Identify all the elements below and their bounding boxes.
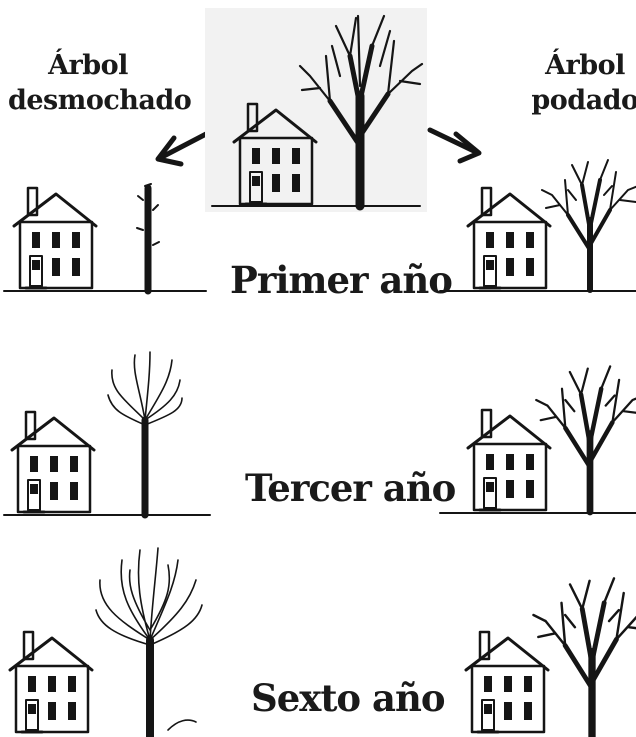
pruned-tree-heading: Árbol podado	[530, 48, 636, 118]
pruned-tree-heading-line1: Árbol	[545, 50, 625, 81]
stage-label-first-year: Primer año	[230, 258, 453, 302]
topped-tree-heading-line2: desmochado	[8, 85, 192, 116]
topped-tree-heading-line1: Árbol	[48, 50, 128, 81]
original-tree-illustration	[205, 8, 427, 212]
stage-label-third-year: Tercer año	[245, 466, 456, 510]
stage-label-sixth-year: Sexto año	[251, 676, 446, 720]
topped-tree-heading: Árbol desmochado	[8, 48, 192, 118]
pruned-tree-heading-line2: podado	[531, 85, 636, 116]
